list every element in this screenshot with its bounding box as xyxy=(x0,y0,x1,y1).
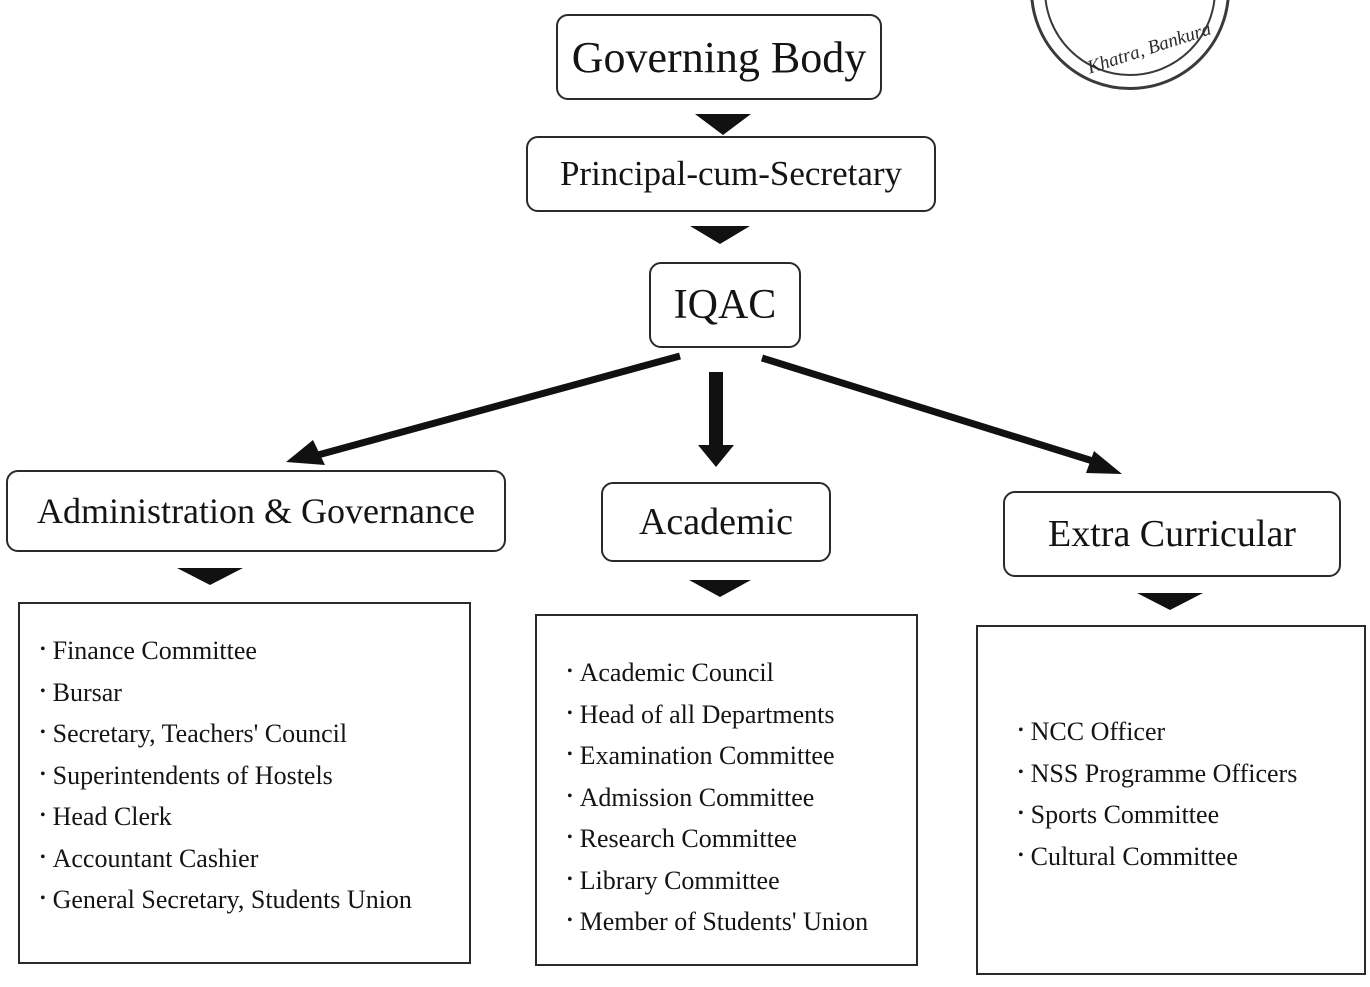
list-item: Member of Students' Union xyxy=(567,903,916,945)
list-item: Examination Committee xyxy=(567,737,916,779)
line-iqac-to-extra xyxy=(760,354,1098,466)
list-item: Cultural Committee xyxy=(1018,838,1364,880)
iqac-label: IQAC xyxy=(673,282,777,328)
list-item: Superintendents of Hostels xyxy=(40,757,469,799)
arrowhead-iqac-to-academic xyxy=(698,445,734,467)
line-iqac-to-academic xyxy=(709,372,723,447)
list-item: NSS Programme Officers xyxy=(1018,755,1364,797)
arrow-principal-to-iqac xyxy=(690,226,750,244)
admin-governance-label: Administration & Governance xyxy=(37,491,475,531)
admin-governance-list: Finance Committee Bursar Secretary, Teac… xyxy=(40,632,469,923)
arrow-governing-to-principal xyxy=(695,114,751,135)
arrow-extra-to-list xyxy=(1137,593,1203,610)
list-item: Sports Committee xyxy=(1018,796,1364,838)
academic-list: Academic Council Head of all Departments… xyxy=(567,654,916,945)
arrow-admin-to-list xyxy=(177,568,243,585)
iqac-box: IQAC xyxy=(649,262,801,348)
list-item: Library Committee xyxy=(567,862,916,904)
extra-curricular-list: NCC Officer NSS Programme Officers Sport… xyxy=(1018,713,1364,879)
list-item: General Secretary, Students Union xyxy=(40,881,469,923)
academic-box: Academic xyxy=(601,482,831,562)
list-item: Head of all Departments xyxy=(567,696,916,738)
list-item: Research Committee xyxy=(567,820,916,862)
admin-governance-list-box: Finance Committee Bursar Secretary, Teac… xyxy=(18,602,471,964)
line-iqac-to-admin xyxy=(317,352,681,459)
list-item: Secretary, Teachers' Council xyxy=(40,715,469,757)
list-item: Academic Council xyxy=(567,654,916,696)
list-item: NCC Officer xyxy=(1018,713,1364,755)
list-item: Accountant Cashier xyxy=(40,840,469,882)
arrowhead-iqac-to-admin xyxy=(286,440,325,465)
list-item: Admission Committee xyxy=(567,779,916,821)
extra-curricular-box: Extra Curricular xyxy=(1003,491,1341,577)
academic-label: Academic xyxy=(638,501,794,543)
list-item: Bursar xyxy=(40,674,469,716)
governing-body-box: Governing Body xyxy=(556,14,882,100)
list-item: Head Clerk xyxy=(40,798,469,840)
extra-curricular-list-box: NCC Officer NSS Programme Officers Sport… xyxy=(976,625,1366,975)
governing-body-label: Governing Body xyxy=(571,32,867,82)
principal-box: Principal-cum-Secretary xyxy=(526,136,936,212)
admin-governance-box: Administration & Governance xyxy=(6,470,506,552)
principal-label: Principal-cum-Secretary xyxy=(559,154,903,193)
academic-list-box: Academic Council Head of all Departments… xyxy=(535,614,918,966)
list-item: Finance Committee xyxy=(40,632,469,674)
arrowhead-iqac-to-extra xyxy=(1086,451,1122,474)
extra-curricular-label: Extra Curricular xyxy=(1048,513,1296,555)
arrow-academic-to-list xyxy=(689,580,751,597)
